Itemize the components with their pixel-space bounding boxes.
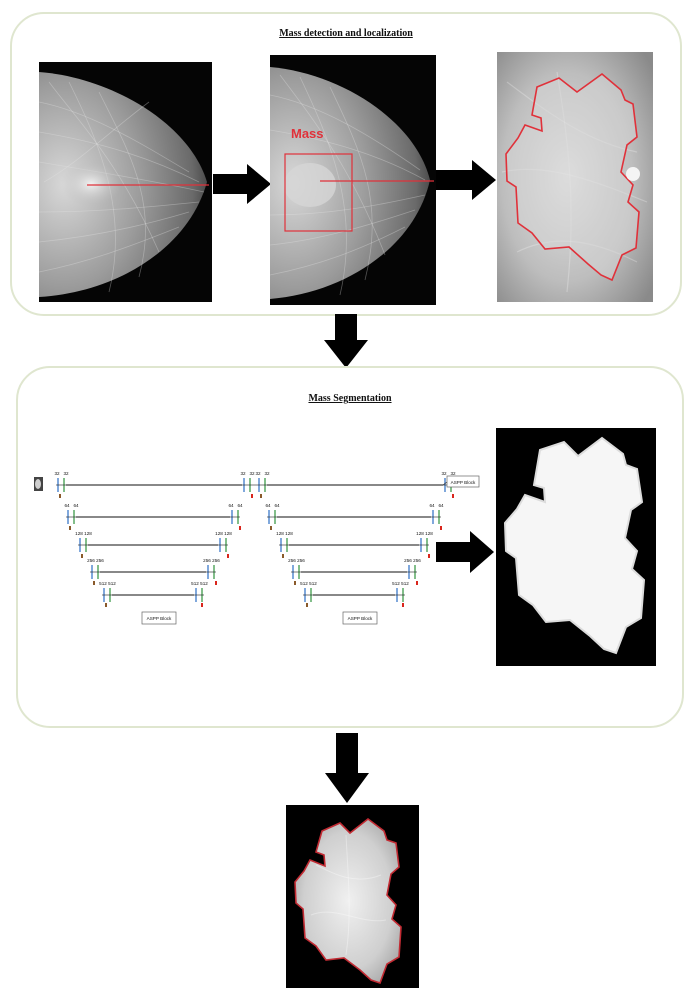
- arrow-right-3: [436, 531, 494, 573]
- net1-enc-label-0-a: 32: [54, 471, 60, 476]
- aspp-block-output: [446, 475, 480, 488]
- net2-enc-label-0-a: 32: [255, 471, 261, 476]
- net2-dec-label-4-a: 512: [392, 581, 400, 586]
- net2-aspp-block: [342, 611, 378, 625]
- net2-upconv-1: [440, 526, 442, 530]
- net1-upconv-1: [239, 526, 241, 530]
- net2-aspp-label: ASPP Block: [348, 616, 373, 621]
- net2-dec-label-0-b: 32: [450, 471, 456, 476]
- net2-enc-label-4-b: 512: [309, 581, 317, 586]
- net2-enc-label-3-a: 256: [288, 558, 296, 563]
- net1-dec-label-3-b: 256: [212, 558, 220, 563]
- net2-dec-label-2-a: 128: [416, 531, 424, 536]
- net2-to-aspp: [442, 481, 448, 486]
- net1-upconv-2: [227, 554, 229, 558]
- segmentation-title: Mass Segmentation: [308, 393, 392, 404]
- net2-dec-label-1-b: 64: [438, 503, 444, 508]
- mass-roi-contour: [497, 52, 653, 302]
- net2-pool-1: [270, 526, 272, 530]
- net2-pool-2: [282, 554, 284, 558]
- net1-dec-label-4-a: 512: [191, 581, 199, 586]
- net1-upconv-3: [215, 581, 217, 585]
- net2-enc-label-3-b: 256: [297, 558, 305, 563]
- net1-dec-label-0-b: 32: [249, 471, 255, 476]
- net1-aspp-block: [141, 611, 177, 625]
- arrow-right-2: [436, 160, 496, 200]
- net1-dec-label-3-a: 256: [203, 558, 211, 563]
- net1-pool-2: [81, 554, 83, 558]
- net2-upconv-3: [416, 581, 418, 585]
- net2-enc-label-0-b: 32: [264, 471, 270, 476]
- arrow-down-1: [324, 314, 368, 368]
- net1-enc-label-2-b: 128: [84, 531, 92, 536]
- net2-dec-label-4-b: 512: [401, 581, 409, 586]
- net2-enc-label-1-b: 64: [274, 503, 280, 508]
- net1-enc-label-1-a: 64: [64, 503, 70, 508]
- net1-enc-label-4-a: 512: [99, 581, 107, 586]
- net1-pool-4: [105, 603, 107, 607]
- net1-enc-label-2-a: 128: [75, 531, 83, 536]
- net1-enc-label-4-b: 512: [108, 581, 116, 586]
- net2-upconv-0: [452, 494, 454, 498]
- net1-dec-label-2-a: 128: [215, 531, 223, 536]
- net2-dec-label-2-b: 128: [425, 531, 433, 536]
- net2-dec-label-3-b: 256: [413, 558, 421, 563]
- net2-enc-label-1-a: 64: [265, 503, 271, 508]
- mass-label: Mass: [291, 126, 324, 141]
- net1-dec-label-4-b: 512: [200, 581, 208, 586]
- mammogram-original: [39, 62, 212, 302]
- net2-upconv-2: [428, 554, 430, 558]
- net2-pool-4: [306, 603, 308, 607]
- net2-enc-label-2-a: 128: [276, 531, 284, 536]
- net2-dec-label-1-a: 64: [429, 503, 435, 508]
- net1-pool-1: [69, 526, 71, 530]
- arrow-down-2: [325, 733, 369, 803]
- net1-dec-label-0-a: 32: [240, 471, 246, 476]
- net2-dec-label-0-a: 32: [441, 471, 447, 476]
- net2-enc-label-4-a: 512: [300, 581, 308, 586]
- net1-dec-label-1-b: 64: [237, 503, 243, 508]
- net2-dec-label-3-a: 256: [404, 558, 412, 563]
- net2-enc-label-2-b: 128: [285, 531, 293, 536]
- net1-dec-label-2-b: 128: [224, 531, 232, 536]
- net1-upconv-0: [251, 494, 253, 498]
- net1-enc-label-3-b: 256: [96, 558, 104, 563]
- net1-aspp-label: ASPP Block: [147, 616, 172, 621]
- net1-dec-label-1-a: 64: [228, 503, 234, 508]
- detection-title: Mass detection and localization: [279, 28, 413, 39]
- net1-pool-3: [93, 581, 95, 585]
- net2-pool-0: [260, 494, 262, 498]
- aspp-label-output: ASPP Block: [451, 480, 476, 485]
- net1-upconv-4: [201, 603, 203, 607]
- net1-enc-label-1-b: 64: [73, 503, 79, 508]
- net1-enc-label-3-a: 256: [87, 558, 95, 563]
- mass-contour: [505, 72, 640, 282]
- net2-upconv-4: [402, 603, 404, 607]
- net1-enc-label-0-b: 32: [63, 471, 69, 476]
- net1-pool-0: [59, 494, 61, 498]
- net2-pool-3: [294, 581, 296, 585]
- mammogram-detected: Mass: [270, 55, 436, 305]
- final-segmented-mass: [286, 805, 419, 988]
- segmentation-mask: [496, 428, 656, 666]
- arrow-right-1: [213, 164, 271, 204]
